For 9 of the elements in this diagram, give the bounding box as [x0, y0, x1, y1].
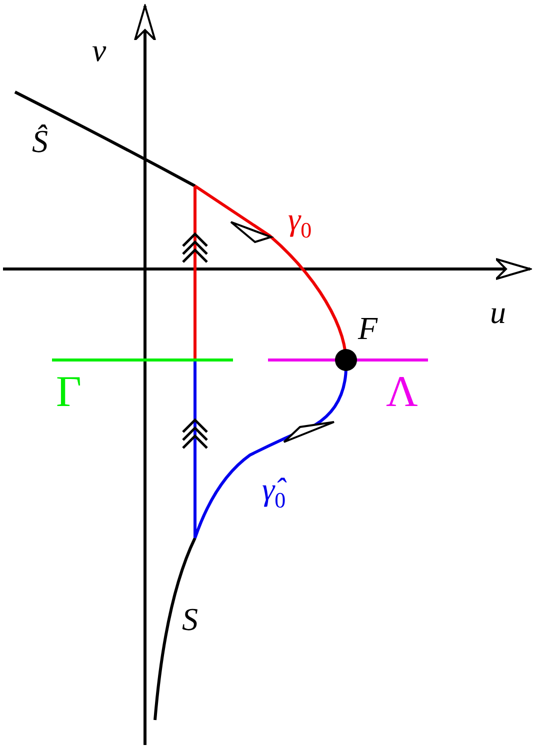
math-label: γ̂$_{0}$: [262, 473, 286, 512]
math-label: Γ: [56, 370, 82, 414]
math-label: Λ: [386, 370, 418, 414]
math-label: u: [490, 296, 506, 328]
math-label: F: [358, 312, 378, 344]
math-label: v: [92, 34, 106, 66]
math-label: Ŝ: [32, 125, 48, 157]
math-label: S: [182, 603, 198, 635]
math-label: γ$_{0}$: [288, 203, 312, 242]
